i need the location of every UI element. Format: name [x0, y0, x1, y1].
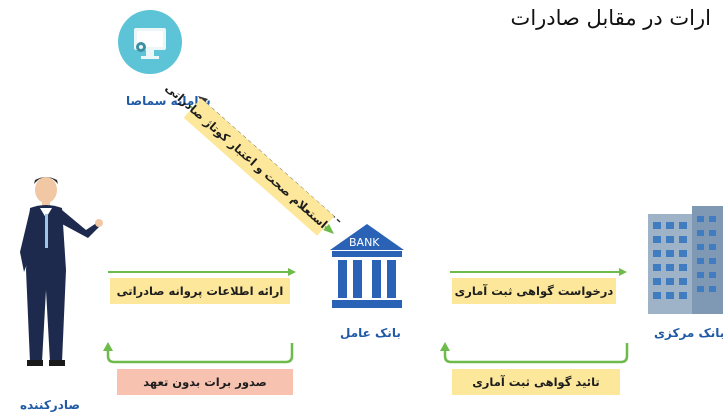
arrow-request-head [619, 268, 627, 276]
arrow-license-head [288, 268, 296, 276]
confirm-cert-box: تائید گواهی ثبت آماری [452, 369, 620, 395]
computer-icon [118, 10, 182, 74]
issue-draft-box: صدور برات بدون تعهد [117, 369, 293, 395]
building-icon [642, 206, 723, 316]
page-title: ارات در مقابل صادرات [510, 6, 711, 30]
bank-sign: BANK [349, 236, 380, 249]
arrow-draft-head [103, 342, 113, 351]
bank-label: بانک عامل [340, 326, 401, 340]
license-info-box: ارائه اطلاعات پروانه صادراتی [110, 278, 290, 304]
exporter-label: صادرکننده [20, 398, 80, 412]
person-icon [2, 172, 106, 370]
green-diag-arrowhead [323, 224, 334, 234]
request-cert-box: درخواست گواهی ثبت آماری [452, 278, 616, 304]
bank-icon [328, 222, 406, 310]
arrow-confirm-head [440, 342, 450, 351]
arrow-confirm-line [443, 343, 629, 364]
central-bank-label: بانک مرکزی [654, 326, 723, 340]
arrow-draft-line [106, 343, 294, 364]
